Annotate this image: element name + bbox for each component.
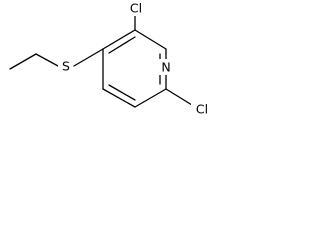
chlorine-top-label: Cl — [130, 1, 142, 16]
chlorine-top-label-bg — [126, 0, 146, 16]
bond-c6-cl — [165, 88, 193, 106]
bond-c6-c5 — [134, 88, 167, 108]
bond-c5-c4-inner — [108, 84, 136, 101]
bond-c3-c2-inner — [108, 36, 136, 54]
atom-labels: S N Cl Cl — [58, 0, 213, 117]
nitrogen-label-bg — [158, 59, 174, 75]
nitrogen-label: N — [161, 60, 170, 75]
bond-ch2-s — [35, 53, 59, 67]
sulfur-label: S — [62, 59, 70, 74]
sulfur-label-bg — [58, 58, 72, 74]
bond-c5-c4 — [102, 88, 136, 108]
bond-s-c3 — [73, 48, 104, 67]
bond-ch3-ch2 — [9, 53, 37, 70]
bond-c2-n — [134, 29, 167, 50]
chlorine-bottom-label: Cl — [196, 102, 208, 117]
bond-c3-c2 — [102, 29, 136, 50]
structure-diagram: S N Cl Cl — [9, 0, 213, 117]
chlorine-bottom-label-bg — [191, 101, 213, 117]
